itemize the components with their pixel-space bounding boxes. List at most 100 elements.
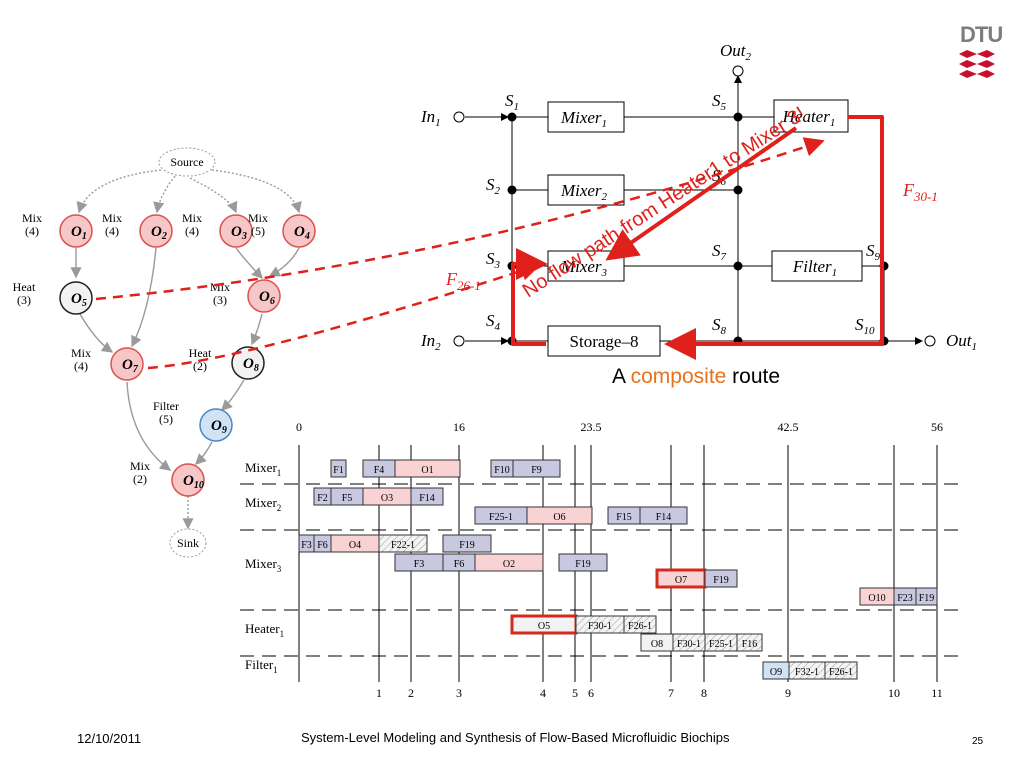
heater1-box: [773, 99, 849, 133]
task-o10-label: O10: [868, 593, 885, 604]
main-diagram: Source Sink O1Mix(4)O2Mix(4)O3Mix(4)O4Mi…: [13, 41, 977, 700]
task-o1-bar: [394, 459, 461, 478]
task-f3-label: F3: [414, 559, 425, 570]
task-o8-label: O8: [651, 639, 663, 650]
mixer1-box: [547, 101, 625, 133]
node-o2-op: Mix: [102, 211, 122, 225]
task-f26-1-label: F26-1: [829, 667, 853, 678]
task-f1-label: F1: [333, 465, 344, 476]
in2-label: In2: [420, 331, 441, 353]
task-f15-label: F15: [616, 512, 632, 523]
task-o1-label: O1: [421, 465, 433, 476]
task-f25-1-label: F25-1: [709, 639, 733, 650]
node-o2-cost: (4): [105, 224, 119, 238]
task-f16-label: F16: [742, 639, 758, 650]
switch-s1: [507, 112, 517, 122]
edge-o9-o10: [195, 441, 213, 465]
caption-composite-route: A composite route: [612, 365, 780, 388]
in1-port-icon: [453, 111, 465, 123]
task-f2-label: F2: [317, 493, 328, 504]
mapping-o7-to-mixer3: [147, 261, 541, 370]
time-label: 23.5: [581, 420, 602, 434]
task-f1-bar: [330, 459, 347, 478]
sequencing-graph: Source Sink O1Mix(4)O2Mix(4)O3Mix(4)O4Mi…: [13, 147, 316, 558]
task-f9-bar: [512, 459, 561, 478]
index-label: 11: [931, 686, 943, 700]
node-o8-op: Heat: [189, 346, 212, 360]
task-o9-label: O9: [770, 667, 782, 678]
task-f14-label: F14: [656, 512, 672, 523]
node-o9-cost: (5): [159, 412, 173, 426]
task-f19-label: F19: [575, 559, 591, 570]
node-o7-cost: (4): [74, 359, 88, 373]
edge-o2-o7: [131, 247, 157, 348]
task-o4-label: O4: [349, 540, 361, 551]
task-f5-label: F5: [342, 493, 353, 504]
edge-o8-o9: [221, 379, 245, 411]
out2-label: Out2: [720, 41, 752, 63]
task-f19-label: F19: [459, 540, 475, 551]
node-o8-cost: (2): [193, 359, 207, 373]
node-o7-op: Mix: [71, 346, 91, 360]
edge-source-o1: [76, 169, 162, 214]
task-f19-label: F19: [713, 575, 729, 586]
task-f32-1-label: F32-1: [795, 667, 819, 678]
task-f19-bar: [915, 587, 938, 606]
node-o1-cost: (4): [25, 224, 39, 238]
node-o6-cost: (3): [213, 293, 227, 307]
task-f19-bar: [704, 569, 738, 588]
out1-label: Out1: [946, 331, 977, 353]
in2-port-icon: [453, 335, 465, 347]
footer-date: 12/10/2011: [77, 731, 142, 746]
source-label: Source: [170, 155, 203, 169]
task-f4-label: F4: [374, 465, 385, 476]
row-label-mixer2: Mixer2: [245, 495, 281, 513]
task-f14-bar: [639, 506, 688, 525]
task-f30-1-label: F30-1: [677, 639, 701, 650]
time-label: 42.5: [778, 420, 799, 434]
task-f19-bar: [442, 534, 492, 553]
task-f26-1-bar: [623, 615, 657, 634]
switch-s2: [507, 185, 517, 195]
node-o5: [59, 281, 93, 315]
mixer3-label: Mixer3: [560, 257, 608, 279]
node-o10-op: Mix: [130, 459, 150, 473]
task-o2-bar: [474, 553, 544, 572]
index-label: 1: [376, 686, 382, 700]
heater1-label: Heater1: [782, 107, 836, 129]
task-o5-label: O5: [538, 621, 550, 632]
switch-s8-label: S8: [712, 315, 727, 337]
filter1-label: Filter1: [792, 257, 837, 279]
index-label: 6: [588, 686, 594, 700]
node-o7: [110, 347, 144, 381]
index-label: 3: [456, 686, 462, 700]
node-o3-op: Mix: [182, 211, 202, 225]
task-f26-1-label: F26-1: [628, 621, 652, 632]
task-f14-bar: [410, 487, 444, 506]
out1-port-icon: [924, 335, 936, 347]
row-label-mixer3: Mixer3: [245, 556, 282, 574]
row-label-mixer1: Mixer1: [245, 460, 281, 478]
node-o8: [231, 346, 265, 380]
footer-title: System-Level Modeling and Synthesis of F…: [301, 730, 730, 745]
task-o3-label: O3: [381, 493, 393, 504]
mixer2-label: Mixer2: [560, 181, 608, 203]
node-o2: [139, 214, 173, 248]
node-o3-cost: (4): [185, 224, 199, 238]
task-f16-bar: [736, 633, 763, 652]
task-o6-label: O6: [553, 512, 565, 523]
footer-page-number: 25: [972, 736, 984, 747]
storage-box: [547, 325, 661, 357]
task-f14-label: F14: [419, 493, 435, 504]
switch-s9-label: S9: [866, 241, 881, 263]
switch-s7-label: S7: [712, 241, 727, 263]
node-o9-op: Filter: [153, 399, 179, 413]
architecture: Mixer1 Mixer2 Mixer3 Heater1 Filter1 Sto…: [420, 41, 977, 388]
sink-node: [169, 528, 207, 558]
in1-label: In1: [420, 107, 441, 129]
task-f6-label: F6: [317, 540, 328, 551]
switch-s5-label: S5: [712, 91, 727, 113]
index-label: 8: [701, 686, 707, 700]
time-label: 16: [453, 420, 465, 434]
